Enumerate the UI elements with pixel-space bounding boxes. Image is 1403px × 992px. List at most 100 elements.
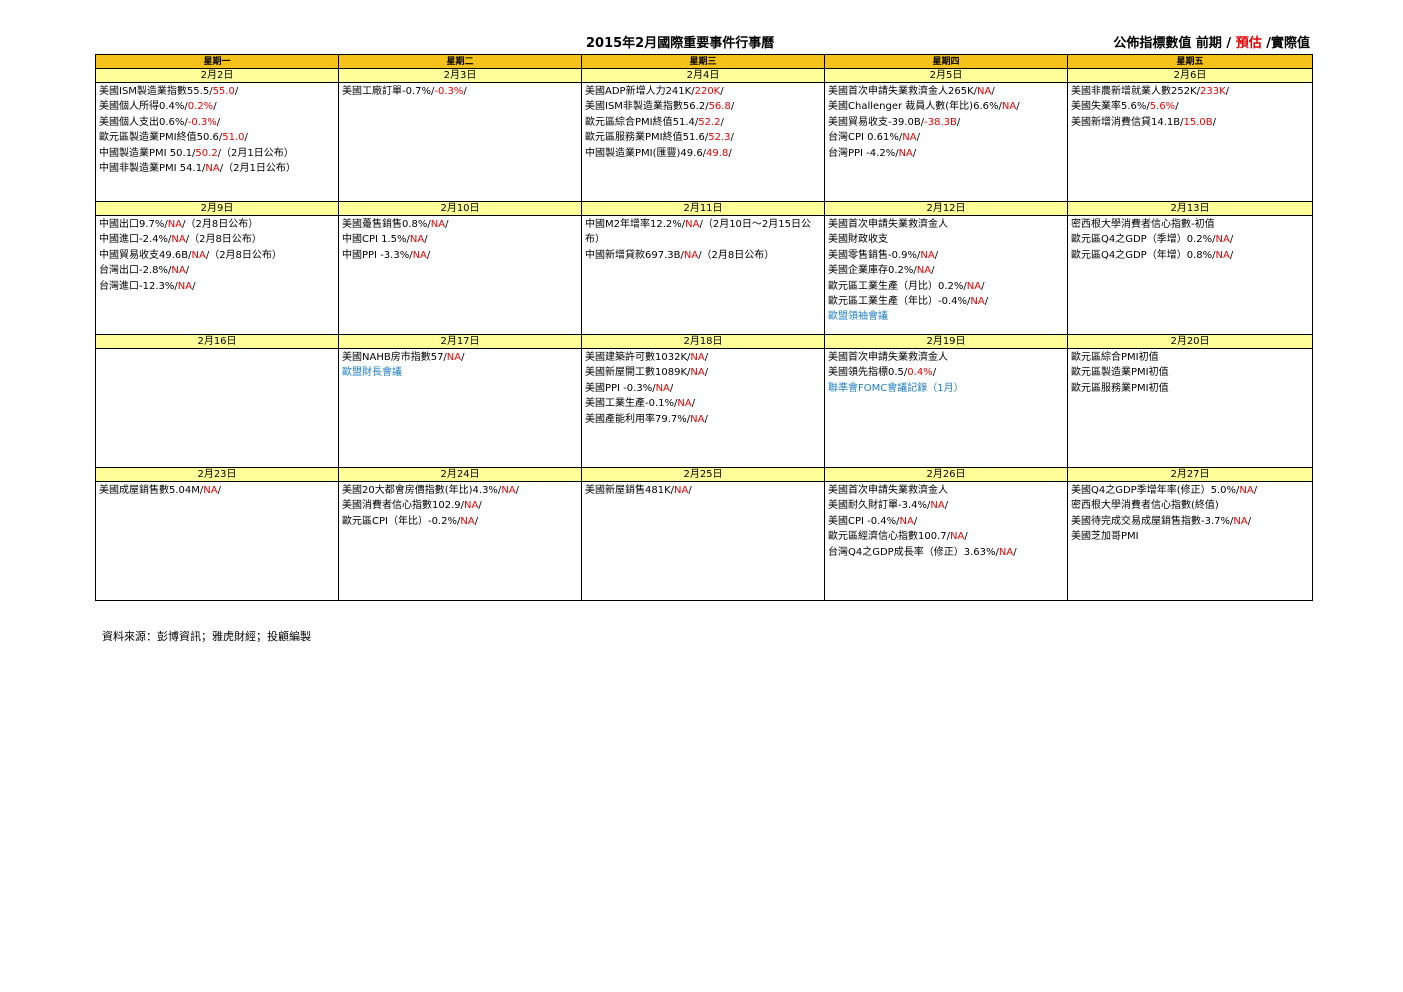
date-cell: 2月5日 <box>824 68 1068 83</box>
forecast-value: 5.6% <box>1149 101 1176 113</box>
weekday-mon: 星期一 <box>95 54 339 69</box>
weekday-header-row: 星期一 星期二 星期三 星期四 星期五 <box>95 54 1313 69</box>
forecast-value: NA <box>674 485 689 496</box>
event-text: 中國CPI 1.5%/ <box>342 234 410 246</box>
event-item: 歐元區服務業PMI終值51.6/52.3/ <box>585 130 822 145</box>
forecast-value: NA <box>167 219 183 230</box>
forecast-value: NA <box>1233 515 1248 527</box>
event-text: 美國消費者信心指數102.9/ <box>342 500 464 512</box>
forecast-value: NA <box>902 132 917 144</box>
event-text: / <box>1013 546 1017 558</box>
event-text: / <box>944 500 949 512</box>
event-text: / <box>426 249 431 261</box>
event-text: 歐元區製造業PMI終值50.6/ <box>99 132 223 144</box>
event-text: 美國首次申請失業救濟金人 <box>828 485 948 496</box>
event-text: / <box>984 296 989 308</box>
event-item: 美國產能利用率79.7%/NA/ <box>585 412 822 427</box>
event-text: 中國PPI -3.3%/ <box>342 249 413 261</box>
forecast-value: NA <box>690 413 705 425</box>
date-cell: 2月25日 <box>581 467 825 482</box>
events-row: 美國NAHB房市指數57/NA/歐盟財長會議美國建築許可數1032K/NA/美國… <box>95 348 1313 468</box>
events-cell: 美國首次申請失業救濟金人美國耐久財訂單-3.4%/NA/美國CPI -0.4%/… <box>824 481 1068 601</box>
events-row: 中國出口9.7%/NA/（2月8日公布）中國進口-2.4%/NA/（2月8日公布… <box>95 215 1313 335</box>
forecast-value: 52.2 <box>698 116 721 128</box>
events-row: 美國ISM製造業指數55.5/55.0/美國個人所得0.4%/0.2%/美國個人… <box>95 82 1313 202</box>
forecast-value: -38.3B <box>924 116 957 128</box>
event-item: 美國耐久財訂單-3.4%/NA/ <box>828 498 1065 513</box>
forecast-value: -0.3% <box>434 86 464 97</box>
event-item: 美國工廠訂單-0.7%/-0.3%/ <box>342 84 579 99</box>
weekday-tue: 星期二 <box>338 54 582 69</box>
forecast-value: 51.0 <box>222 132 245 144</box>
events-cell: 中國M2年增率12.2%/NA/（2月10日～2月15日公布）中國新增貸款697… <box>581 215 825 335</box>
event-item: 中國CPI 1.5%/NA/ <box>342 232 579 247</box>
event-text: / <box>1247 515 1252 527</box>
event-item: 中國非製造業PMI 54.1/NA/（2月1日公布） <box>99 161 336 176</box>
event-text: 中國製造業PMI 50.1/ <box>99 147 196 159</box>
event-text: 美國芝加哥PMI <box>1071 531 1139 543</box>
event-text: 美國企業庫存0.2%/ <box>828 265 917 277</box>
event-text: / <box>720 86 724 97</box>
event-text: / <box>934 249 939 261</box>
event-text: 美國首次申請失業救濟金人265K/ <box>828 86 978 97</box>
event-text: 中國貿易收支49.6B/ <box>99 249 192 261</box>
date-cell: 2月6日 <box>1067 68 1313 83</box>
forecast-value: NA <box>683 249 699 261</box>
event-text: 美國新屋銷售481K/ <box>585 485 675 496</box>
event-text: 美國Q4之GDP季增年率(修正）5.0%/ <box>1071 485 1240 496</box>
forecast-value: 55.0 <box>212 86 235 97</box>
event-item: 密西根大學消費者信心指數(終值) <box>1071 498 1310 513</box>
forecast-value: NA <box>1215 249 1230 261</box>
event-item: 台灣Q4之GDP成長率（修正）3.63%/NA/ <box>828 545 1065 560</box>
event-text: / <box>463 86 467 97</box>
event-text: / <box>1175 101 1179 113</box>
events-row: 美國成屋銷售數5.04M/NA/美國20大都會房價指數(年比)4.3%/NA/美… <box>95 481 1313 601</box>
event-item: 美國首次申請失業救濟金人 <box>828 217 1065 232</box>
event-text: 美國失業率5.6%/ <box>1071 101 1150 113</box>
forecast-value: 233K <box>1200 86 1226 97</box>
event-text: / <box>213 101 217 113</box>
event-item: 中國PPI -3.3%/NA/ <box>342 248 579 263</box>
events-cell: 歐元區綜合PMI初值歐元區製造業PMI初值歐元區服務業PMI初值 <box>1067 348 1313 468</box>
forecast-value: NA <box>690 367 705 379</box>
event-item: 美國躉售銷售0.8%/NA/ <box>342 217 579 232</box>
forecast-value: 220K <box>694 86 721 97</box>
date-cell: 2月9日 <box>95 201 339 216</box>
event-item: 美國ISM製造業指數55.5/55.0/ <box>99 84 336 99</box>
legend: 公佈指標數值 前期 / 預估 /實際值 <box>1060 35 1310 53</box>
event-text: 密西根大學消費者信心指數(終值) <box>1071 500 1219 512</box>
forecast-value: NA <box>930 500 945 512</box>
event-text: / <box>244 132 248 144</box>
event-item: 美國首次申請失業救濟金人 <box>828 350 1065 365</box>
event-item: 台灣進口-12.3%/NA/ <box>99 279 336 294</box>
forecast-value: 15.0B <box>1183 116 1213 128</box>
event-text: 台灣出口-2.8%/ <box>99 265 172 277</box>
event-item: 歐元區綜合PMI終值51.4/52.2/ <box>585 115 822 130</box>
event-text: / <box>478 500 482 512</box>
event-item: 歐盟領袖會議 <box>828 309 1065 324</box>
event-text: 美國個人所得0.4%/ <box>99 101 188 113</box>
event-text: 中國新增貸款697.3B/ <box>585 249 684 261</box>
event-item: 美國ADP新增人力241K/220K/ <box>585 84 822 99</box>
events-cell: 美國成屋銷售數5.04M/NA/ <box>95 481 339 601</box>
event-text: /（2月8日公布） <box>182 219 259 230</box>
events-cell: 中國出口9.7%/NA/（2月8日公布）中國進口-2.4%/NA/（2月8日公布… <box>95 215 339 335</box>
event-text: 歐元區Q4之GDP（年增）0.8%/ <box>1071 249 1216 261</box>
event-item: 歐元區製造業PMI初值 <box>1071 365 1310 380</box>
events-cell: 美國建築許可數1032K/NA/美國新屋開工數1089K/NA/美國PPI -0… <box>581 348 825 468</box>
event-item: 美國新屋銷售481K/NA/ <box>585 483 822 498</box>
event-name: 歐盟領袖會議 <box>828 311 888 323</box>
event-text: 中國出口9.7%/ <box>99 219 168 230</box>
event-item: 中國進口-2.4%/NA/（2月8日公布） <box>99 232 336 247</box>
events-cell: 美國ADP新增人力241K/220K/美國ISM非製造業指數56.2/56.8/… <box>581 82 825 202</box>
event-item: 美國個人支出0.6%/-0.3%/ <box>99 115 336 130</box>
forecast-value: NA <box>412 249 427 261</box>
legend-prior-label: 公佈指標數值 前期 / <box>1113 36 1236 51</box>
event-text: 美國耐久財訂單-3.4%/ <box>828 500 931 512</box>
forecast-value: NA <box>446 352 462 363</box>
event-text: 美國新增消費信貸14.1B/ <box>1071 116 1184 128</box>
event-text: / <box>991 86 995 97</box>
forecast-value: NA <box>177 280 193 292</box>
event-text: /（2月1日公布） <box>219 163 296 175</box>
event-text: 美國20大都會房價指數(年比)4.3%/ <box>342 485 502 496</box>
